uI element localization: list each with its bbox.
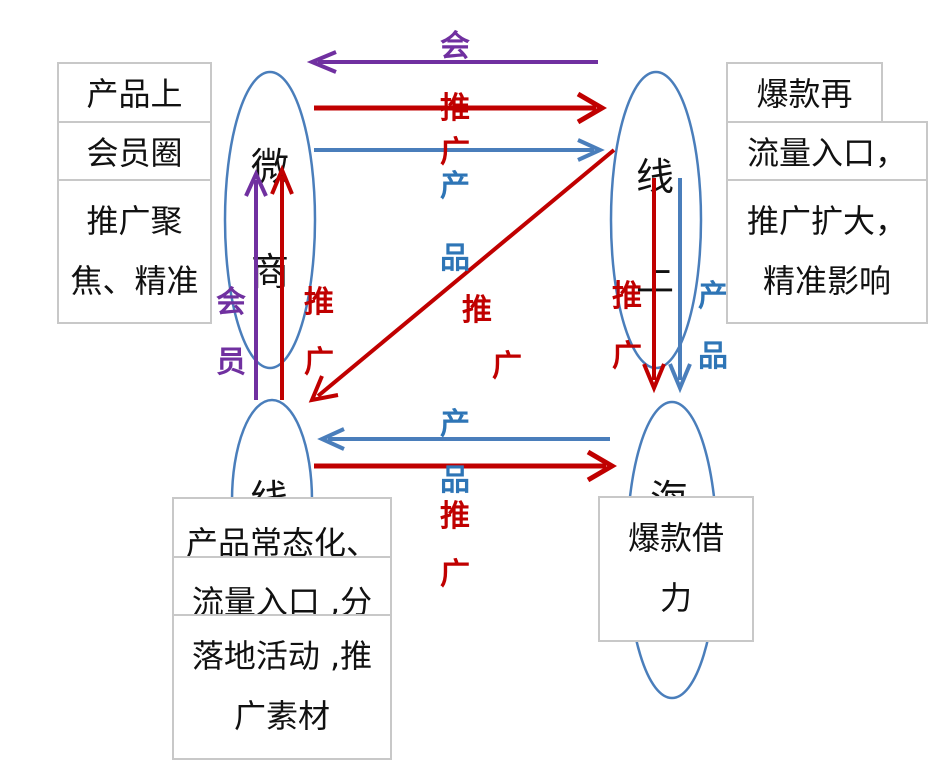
label-diagonal-red-1: 推 xyxy=(462,293,492,328)
note-right-3: 推广扩大，精准影响 xyxy=(726,179,928,324)
label-bottom-blue-2: 品 xyxy=(440,463,470,498)
label-top-purple: 会 xyxy=(440,29,470,64)
label-left-red-2: 广 xyxy=(304,345,334,380)
label-bottom-red-2: 广 xyxy=(440,557,470,592)
node-weishang-ellipse xyxy=(223,70,317,370)
label-right-red-1: 推 xyxy=(612,279,642,314)
note-bottom-3: 落地活动 ,推广素材 xyxy=(172,614,392,760)
note-bottom-2: 流量入口 ,分 xyxy=(172,556,392,620)
note-right-2-text: 流量入口， xyxy=(746,134,907,172)
label-right-blue-1: 产 xyxy=(698,279,728,314)
arrow-top-blue xyxy=(314,138,605,162)
arrow-top-red xyxy=(314,91,607,125)
note-bottom-2-text: 流量入口 ,分 xyxy=(191,583,373,620)
note-right-3-text: 推广扩大，精准影响 xyxy=(746,202,907,300)
arrow-right-red xyxy=(642,178,666,394)
arrow-left-red xyxy=(270,164,294,400)
arrow-bottom-blue xyxy=(317,427,610,451)
note-left-2-text: 会员圈 xyxy=(86,134,183,172)
note-bottom-1-text: 产品常态化、 xyxy=(185,524,378,561)
arrow-left-purple xyxy=(244,169,268,400)
note-bottom-1: 产品常态化、 xyxy=(172,497,392,561)
note-left-2: 会员圈 xyxy=(57,121,212,185)
label-right-red-2: 广 xyxy=(612,339,642,374)
label-top-blue-2: 品 xyxy=(440,241,470,276)
label-left-red-1: 推 xyxy=(304,285,334,320)
label-bottom-blue-1: 产 xyxy=(440,407,470,442)
note-left-1: 产品上 xyxy=(57,62,212,126)
label-top-red-1: 推 xyxy=(440,91,470,126)
arrow-right-blue xyxy=(668,178,692,394)
note-right-1: 爆款再 xyxy=(726,62,883,126)
note-left-1-text: 产品上 xyxy=(86,75,183,113)
label-left-purple-1: 会 xyxy=(216,285,246,320)
arrow-bottom-red xyxy=(314,449,617,483)
note-left-3: 推广聚焦、精准 xyxy=(57,179,212,324)
label-bottom-red-1: 推 xyxy=(440,499,470,534)
label-top-blue-1: 产 xyxy=(440,169,470,204)
label-diagonal-red-2: 广 xyxy=(492,349,522,384)
note-right-2: 流量入口， xyxy=(726,121,928,185)
note-bottom-right: 爆款借力 xyxy=(598,496,754,642)
label-right-blue-2: 品 xyxy=(698,339,728,374)
note-bottom-3-text: 落地活动 ,推广素材 xyxy=(191,637,373,735)
label-top-red-2: 广 xyxy=(440,135,470,170)
note-left-3-text: 推广聚焦、精准 xyxy=(70,202,199,300)
note-bottom-right-text: 爆款借力 xyxy=(627,519,724,617)
label-left-purple-2: 员 xyxy=(216,345,246,380)
arrow-top-purple xyxy=(306,50,598,74)
note-right-1-text: 爆款再 xyxy=(756,75,853,113)
arrow-diagonal-red xyxy=(308,148,616,403)
